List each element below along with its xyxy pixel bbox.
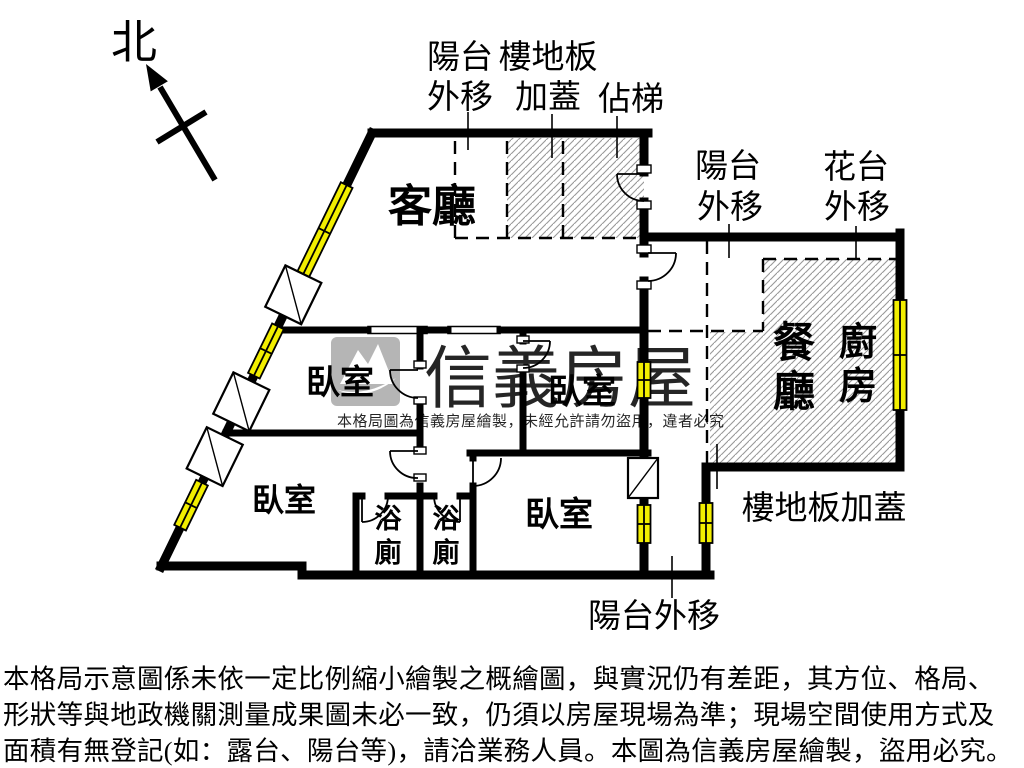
- door-bedroom-lower-left: [389, 446, 427, 482]
- label-bath2-1: 浴: [433, 504, 461, 534]
- label-balcony-top-2: 外移: [427, 79, 493, 116]
- label-slab-bottom: 樓地板加蓋: [742, 490, 907, 527]
- label-bedroom-upper: 臥室: [306, 363, 374, 402]
- label-kitchen-2: 房: [839, 366, 877, 408]
- label-slab-top-2: 加蓋: [515, 80, 581, 116]
- door-bath1: [361, 495, 389, 523]
- windows: [173, 181, 908, 544]
- column-diagonal-2: [211, 370, 271, 433]
- north-arrow-shaft: [157, 85, 218, 182]
- watermark: 信義房屋 本格局圖為信義房屋繪製，未經允許請勿盜用，違者必究: [331, 337, 725, 430]
- annotation-labels: 陽台 外移 樓地板 加蓋 佔梯 陽台 外移 花台 外移 樓地板加蓋 陽台外移: [427, 39, 907, 635]
- label-stair: 佔梯: [598, 81, 664, 118]
- doors: [361, 164, 677, 523]
- disclaimer-line-3: 面積有無登記(如：露台、陽台等)，請洽業務人員。本圖為信義房屋繪製，盜用必究。: [3, 736, 1013, 766]
- label-dining-2: 廳: [773, 369, 815, 416]
- label-planter-right-1: 花台: [823, 149, 889, 186]
- window-kitchen-east: [892, 299, 908, 411]
- label-balcony-top-1: 陽台: [427, 39, 493, 76]
- door-bedroom-upper: [389, 360, 427, 405]
- wall-bottom: [156, 561, 715, 580]
- hatch-slab-top: [507, 138, 644, 238]
- label-bedroom-lower-left: 臥室: [252, 482, 316, 518]
- sinyi-logo-icon: [331, 337, 400, 406]
- label-bedroom-middle: 臥室: [548, 372, 616, 411]
- label-bath1-2: 廁: [375, 537, 402, 568]
- watermark-notice: 本格局圖為信義房屋繪製，未經允許請勿盜用，違者必究: [337, 412, 725, 430]
- window-balcony-west: [636, 504, 652, 544]
- opening-lines: [367, 325, 501, 335]
- compass: 北: [111, 17, 218, 182]
- door-bath2: [433, 495, 461, 523]
- window-balcony-east: [698, 502, 714, 544]
- window-diagonal-3: [173, 478, 210, 532]
- label-balcony-bottom: 陽台外移: [588, 598, 720, 635]
- window-diagonal-2: [246, 322, 286, 380]
- door-entry: [616, 164, 652, 210]
- label-living-room: 客廳: [388, 182, 476, 231]
- column-balcony: [626, 456, 660, 500]
- label-dining-1: 餐: [773, 320, 816, 367]
- label-bath1-1: 浴: [375, 504, 403, 534]
- label-planter-right-2: 外移: [824, 189, 890, 226]
- door-bedroom-bottom: [472, 457, 502, 487]
- label-balcony-right-2: 外移: [697, 189, 763, 226]
- window-bedroom-middle-east: [636, 361, 652, 399]
- north-label: 北: [111, 17, 157, 68]
- label-balcony-right-1: 陽台: [695, 148, 761, 185]
- door-corridor: [636, 244, 677, 290]
- disclaimer-line-1: 本格局示意圖係未依一定比例縮小繪製之概繪圖，與實況仍有差距，其方位、格局、: [3, 664, 995, 694]
- leader-lines: [467, 112, 857, 598]
- label-bath2-2: 廁: [433, 537, 460, 568]
- label-bedroom-bottom: 臥室: [525, 495, 593, 534]
- disclaimer: 本格局示意圖係未依一定比例縮小繪製之概繪圖，與實況仍有差距，其方位、格局、 形狀…: [3, 664, 1013, 766]
- north-arrow-cross: [155, 109, 208, 145]
- window-diagonal-1: [294, 181, 354, 281]
- room-labels: 客廳 臥室 臥室 臥室 臥室 餐 廳 廚 房 浴 廁 浴 廁: [252, 182, 877, 568]
- label-slab-top-1: 樓地板: [499, 39, 598, 76]
- disclaimer-line-2: 形狀等與地政機關測量成果圖未必一致，仍須以房屋現場為準；現場空間使用方式及: [3, 700, 995, 730]
- north-arrow-head-icon: [146, 64, 168, 92]
- column-diagonal-1: [263, 263, 323, 326]
- label-kitchen-1: 廚: [839, 321, 877, 364]
- hatch-slab-right: [710, 259, 896, 463]
- door-bedroom-middle: [516, 335, 551, 373]
- columns: [185, 263, 660, 500]
- dashed-lines: [453, 141, 896, 463]
- column-diagonal-3: [185, 425, 245, 488]
